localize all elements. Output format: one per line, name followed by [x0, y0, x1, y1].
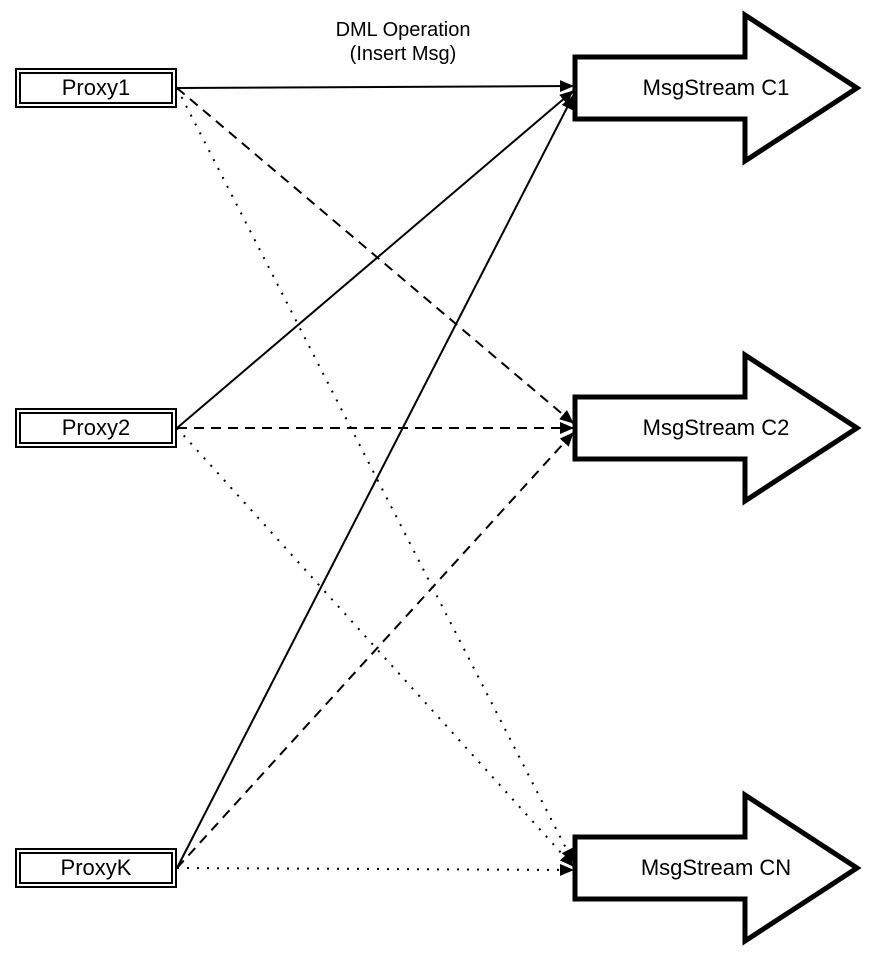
edge-proxy2-to-c1	[176, 90, 574, 429]
proxyk-box: ProxyK	[15, 848, 177, 888]
edge-proxy1-to-cn	[176, 87, 574, 863]
edge-proxy1-to-c2	[176, 87, 574, 424]
proxy2-label: Proxy2	[61, 415, 131, 440]
proxy2-box: Proxy2	[15, 408, 177, 448]
edge-proxyk-to-c1	[176, 95, 574, 869]
proxyk-label: ProxyK	[60, 855, 132, 880]
edge-proxy2-to-cn	[176, 427, 574, 867]
msgstream-c2-arrow-shape	[572, 350, 862, 506]
dml-operation-annotation: DML Operation (Insert Msg)	[283, 18, 523, 66]
msgstream-cn-arrow-shape	[572, 790, 862, 946]
dml-operation-annotation-line1: DML Operation	[335, 19, 471, 41]
edge-proxyk-to-cn	[176, 863, 574, 876]
proxy1-box: Proxy1	[15, 68, 177, 108]
edge-proxy1-to-c1	[176, 80, 574, 93]
msgstream-c1-arrow-shape	[572, 10, 862, 166]
dml-operation-annotation-line2: (Insert Msg)	[349, 43, 457, 65]
proxy1-label: Proxy1	[61, 75, 131, 100]
edge-proxyk-to-c2	[176, 432, 574, 869]
